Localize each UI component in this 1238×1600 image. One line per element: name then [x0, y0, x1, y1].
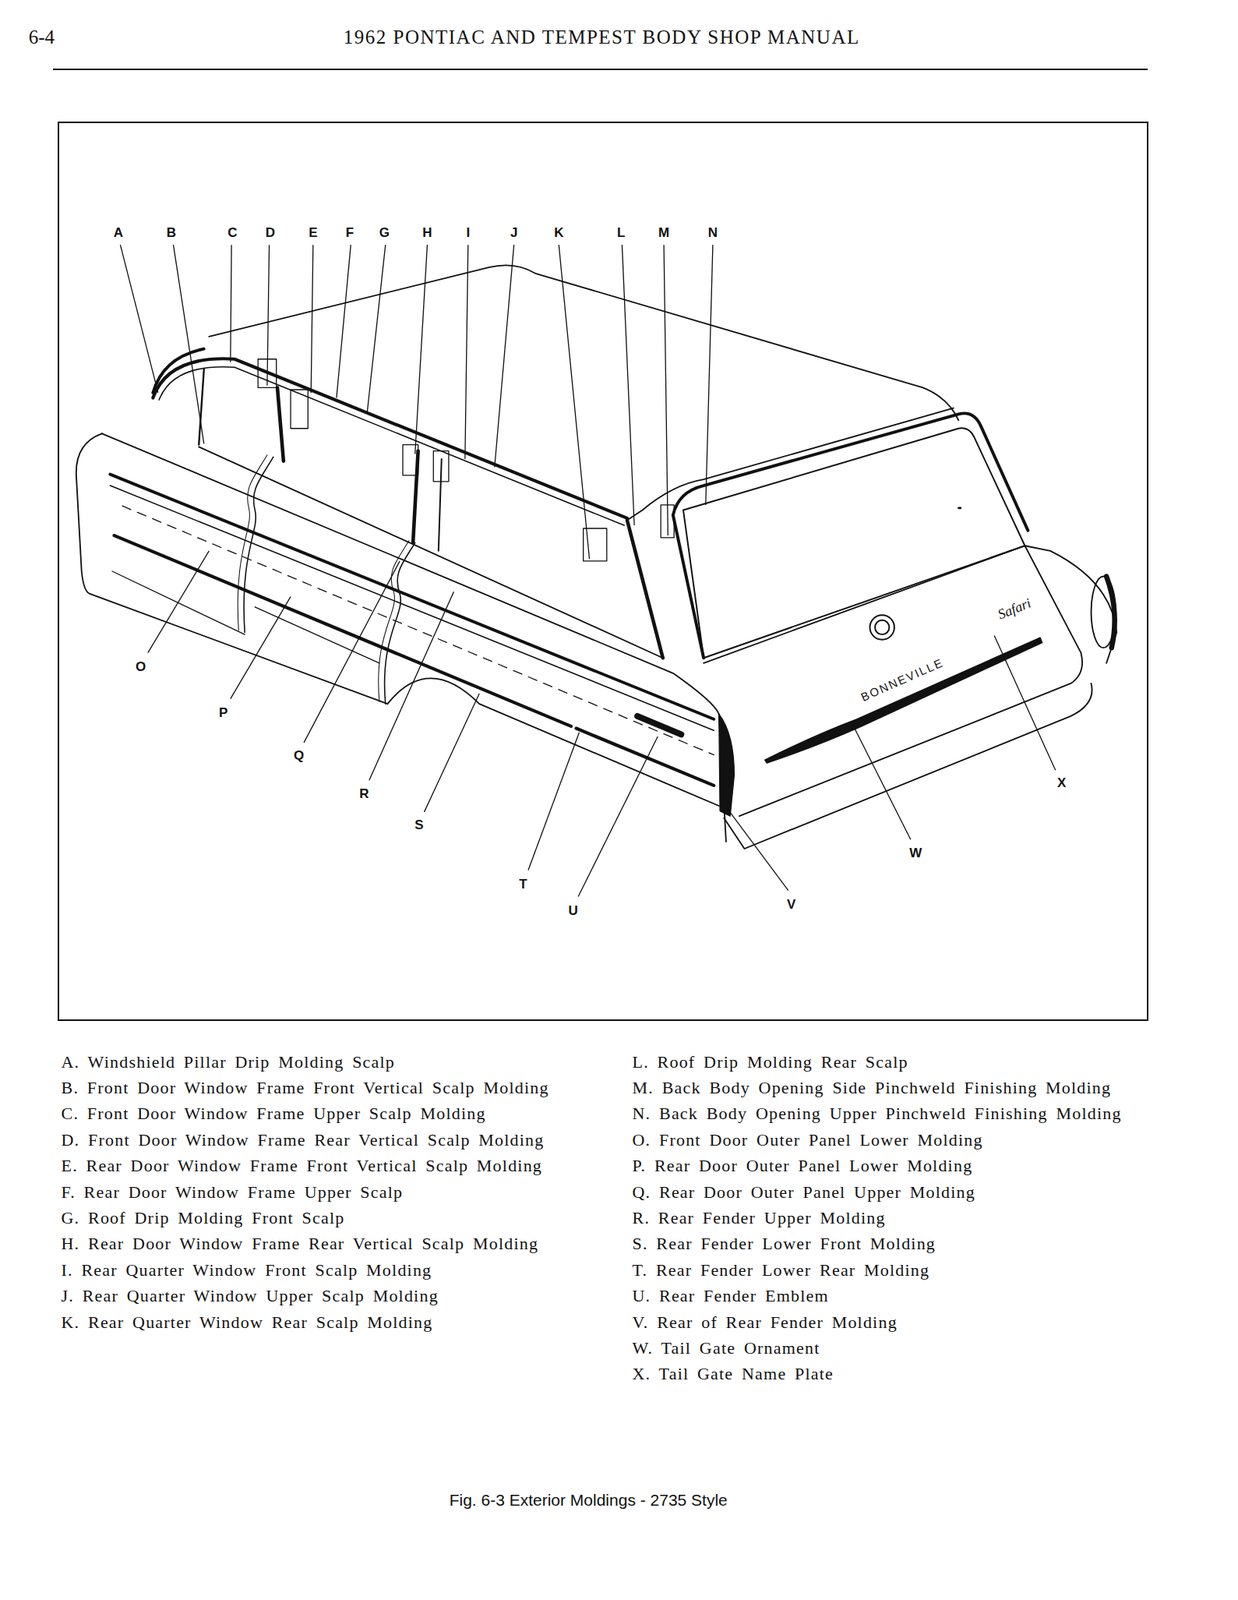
parts-list-entry: J. Rear Quarter Window Upper Scalp Moldi… — [61, 1282, 579, 1309]
callout-letter: P — [217, 705, 230, 719]
callout-letter: B — [165, 225, 178, 240]
parts-list-entry: T. Rear Fender Lower Rear Molding — [632, 1256, 1151, 1283]
callout-letter: T — [517, 876, 529, 890]
car-illustration — [76, 264, 1117, 849]
parts-list-entry: Q. Rear Door Outer Panel Upper Molding — [632, 1178, 1151, 1205]
callout-letter: F — [344, 225, 356, 240]
callout-letter: W — [907, 846, 924, 860]
callout-letter: S — [412, 817, 425, 831]
parts-list-entry: P. Rear Door Outer Panel Lower Molding — [632, 1152, 1151, 1179]
parts-list-entry: G. Roof Drip Molding Front Scalp — [61, 1204, 579, 1231]
parts-list-entry: C. Front Door Window Frame Upper Scalp M… — [61, 1100, 579, 1126]
name-plate-script: Safari — [996, 596, 1034, 622]
parts-list-entry: X. Tail Gate Name Plate — [632, 1360, 1151, 1387]
callout-letter: O — [134, 659, 148, 673]
page-number: 6-4 — [28, 26, 55, 49]
callout-letter: G — [377, 225, 392, 240]
figure-frame — [58, 122, 1148, 1020]
parts-list-entry: N. Back Body Opening Upper Pinchweld Fin… — [632, 1100, 1151, 1126]
parts-list-entry: W. Tail Gate Ornament — [632, 1334, 1151, 1361]
callout-letter: E — [306, 225, 319, 240]
parts-list-entry: E. Rear Door Window Frame Front Vertical… — [61, 1152, 579, 1179]
parts-list-entry: A. Windshield Pillar Drip Molding Scalp — [61, 1048, 579, 1075]
page-title: 1962 PONTIAC AND TEMPEST BODY SHOP MANUA… — [343, 26, 861, 49]
callout-letter: I — [464, 225, 472, 240]
parts-list-entry: H. Rear Door Window Frame Rear Vertical … — [61, 1230, 579, 1256]
parts-list-entry: L. Roof Drip Molding Rear Scalp — [632, 1048, 1151, 1075]
header-rule — [52, 68, 1148, 71]
leader-lines — [119, 244, 1055, 896]
callout-letter: A — [112, 225, 125, 240]
parts-list-entry: K. Rear Quarter Window Rear Scalp Moldin… — [61, 1308, 579, 1335]
parts-list-entry: M. Back Body Opening Side Pinchweld Fini… — [632, 1074, 1151, 1101]
callout-letter: J — [508, 225, 519, 240]
parts-list-column: A. Windshield Pillar Drip Molding ScalpB… — [61, 1048, 579, 1335]
callout-letter: V — [785, 896, 798, 910]
callout-letter: M — [656, 225, 671, 240]
callout-letter: N — [706, 225, 720, 240]
callout-letter: L — [615, 225, 627, 240]
parts-list-entry: O. Front Door Outer Panel Lower Molding — [632, 1126, 1151, 1153]
parts-list-entry: V. Rear of Rear Fender Molding — [632, 1308, 1151, 1335]
callout-letter: X — [1055, 775, 1068, 789]
parts-list-entry: B. Front Door Window Frame Front Vertica… — [61, 1074, 579, 1101]
callout-letter: R — [357, 786, 371, 801]
parts-list-column: L. Roof Drip Molding Rear ScalpM. Back B… — [632, 1048, 1151, 1387]
parts-list-entry: I. Rear Quarter Window Front Scalp Moldi… — [61, 1256, 579, 1283]
parts-list-entry: F. Rear Door Window Frame Upper Scalp — [61, 1178, 579, 1205]
callout-letter: D — [264, 225, 277, 240]
model-script: BONNEVILLE — [859, 656, 946, 703]
callout-letter: U — [566, 902, 579, 917]
callout-letter: C — [225, 225, 239, 240]
figure-caption: Fig. 6-3 Exterior Moldings - 2735 Style — [449, 1490, 728, 1510]
callout-letter: K — [552, 225, 565, 240]
parts-list-entry: U. Rear Fender Emblem — [632, 1282, 1151, 1309]
parts-list-entry: D. Front Door Window Frame Rear Vertical… — [61, 1126, 579, 1153]
callout-letter: Q — [292, 747, 306, 762]
callout-letter: H — [420, 225, 434, 240]
parts-list-entry: S. Rear Fender Lower Front Molding — [632, 1230, 1151, 1256]
parts-list-entry: R. Rear Fender Upper Molding — [632, 1204, 1151, 1231]
